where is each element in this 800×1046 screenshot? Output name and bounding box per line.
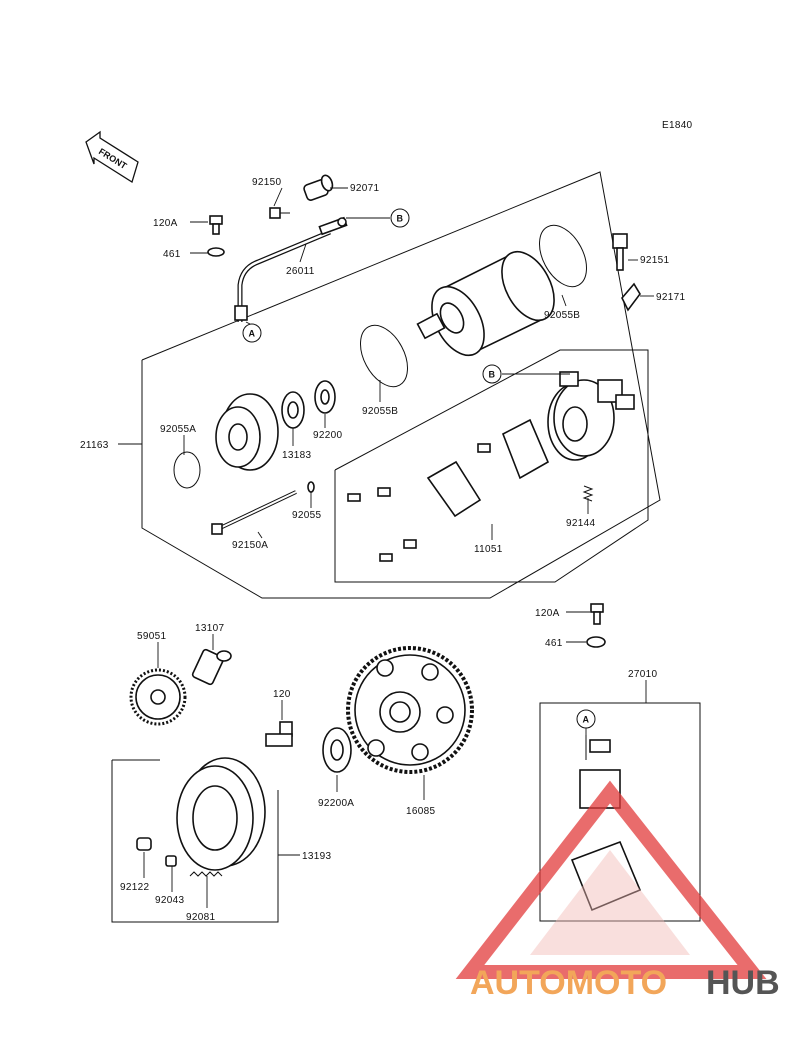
roller-92122 [136, 837, 152, 851]
label-92055B-top: 92055B [544, 310, 580, 321]
callout-a-top: A [242, 323, 262, 343]
label-92071: 92071 [350, 183, 379, 194]
svg-text:B: B [397, 214, 404, 224]
label-461-top: 461 [163, 249, 181, 260]
label-92055: 92055 [292, 510, 321, 521]
bolt-120A-top [209, 215, 223, 235]
bolt-120 [265, 721, 293, 747]
svg-text:A: A [249, 329, 256, 339]
label-16085: 16085 [406, 806, 435, 817]
callout-a-relay: A [576, 709, 596, 729]
svg-text:A: A [583, 715, 590, 725]
label-26011: 26011 [286, 266, 315, 277]
bolt-92151 [612, 233, 628, 271]
washer-92200 [314, 380, 336, 414]
label-92081: 92081 [186, 912, 215, 923]
part-labels: 92150 92071 120A 461 26011 92151 92171 9… [80, 177, 685, 923]
starter-clutch-frame [111, 760, 279, 923]
gear-59051 [129, 668, 187, 726]
callout-b-top: B [390, 208, 410, 228]
label-92150: 92150 [252, 177, 281, 188]
label-461-right: 461 [545, 638, 563, 649]
leader-lines [118, 187, 654, 908]
bolt-120A-right [590, 603, 604, 625]
label-92122: 92122 [120, 882, 149, 893]
label-92055A: 92055A [160, 424, 196, 435]
rear-cover-part [547, 371, 635, 461]
bracket-92171 [621, 282, 641, 312]
svg-text:B: B [489, 370, 496, 380]
label-21163: 21163 [80, 440, 109, 451]
watermark-text-part1: AUTOMOTO [470, 964, 667, 1002]
label-13107: 13107 [195, 623, 224, 634]
label-92171: 92171 [656, 292, 685, 303]
label-120A-top: 120A [153, 218, 178, 229]
through-bolt-92150A [211, 490, 297, 535]
label-13183: 13183 [282, 450, 311, 461]
starter-cable-part [234, 216, 348, 322]
label-92200A: 92200A [318, 798, 354, 809]
label-27010: 27010 [628, 669, 657, 680]
label-92200: 92200 [313, 430, 342, 441]
watermark-logo-icon [455, 780, 767, 979]
o-ring-92055 [307, 481, 315, 493]
nut-92150 [269, 207, 290, 219]
front-cover-part [215, 393, 279, 471]
o-ring-92055B-top [539, 224, 587, 288]
label-92055B-mid: 92055B [362, 406, 398, 417]
front-arrow-icon: FRONT [85, 130, 139, 184]
watermark-triangle [455, 780, 767, 979]
brush-holder-frame [334, 349, 649, 583]
label-120: 120 [273, 689, 291, 700]
label-11051: 11051 [474, 544, 503, 555]
label-92043: 92043 [155, 895, 184, 906]
label-92144: 92144 [566, 518, 595, 529]
callout-b-mid: B [482, 364, 502, 384]
label-120A-right: 120A [535, 608, 560, 619]
o-ring-92055A [173, 451, 201, 489]
starter-relay-frame [539, 702, 701, 922]
washer-92200A [322, 727, 352, 773]
starter-clutch-13193 [176, 757, 266, 871]
brush-holder-plate [347, 418, 550, 562]
washer-461-right [586, 636, 606, 648]
spring-92144 [582, 485, 594, 502]
pin-92043 [165, 855, 177, 867]
diagram-code: E1840 [662, 120, 693, 131]
label-13193: 13193 [302, 851, 331, 862]
watermark-text-part2: HUB [706, 964, 780, 1002]
motor-yoke [416, 250, 555, 357]
plate-13183 [281, 391, 305, 429]
spring-92081 [189, 871, 223, 877]
o-ring-92055B-mid [360, 324, 408, 388]
label-59051: 59051 [137, 631, 166, 642]
label-92150A: 92150A [232, 540, 268, 551]
washer-461-top [207, 247, 225, 257]
starter-motor-frame [141, 171, 661, 599]
label-92151: 92151 [640, 255, 669, 266]
cap-92071 [303, 174, 334, 201]
shaft-13107 [191, 648, 232, 686]
gear-16085 [346, 646, 474, 774]
